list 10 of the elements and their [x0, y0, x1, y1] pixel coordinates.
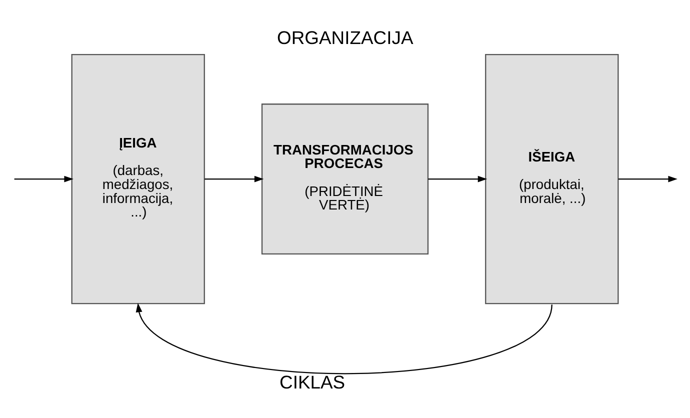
edge-label: CIKLAS: [280, 370, 346, 392]
diagram-title: ORGANIZACIJA: [277, 26, 414, 48]
arrow: [14, 175, 74, 182]
arrow: [136, 302, 552, 374]
node-box: IŠEIGA (produktai, moralė, ...): [485, 54, 619, 304]
arrow: [204, 175, 264, 182]
node-box: TRANSFORMACIJOS PROCECAS (PRIDĖTINĖ VERTĖ): [261, 103, 429, 254]
arrow: [428, 175, 488, 182]
node-box: ĮEIGA (darbas, medžiagos, informacija, ...): [71, 54, 205, 304]
arrow: [618, 175, 678, 182]
